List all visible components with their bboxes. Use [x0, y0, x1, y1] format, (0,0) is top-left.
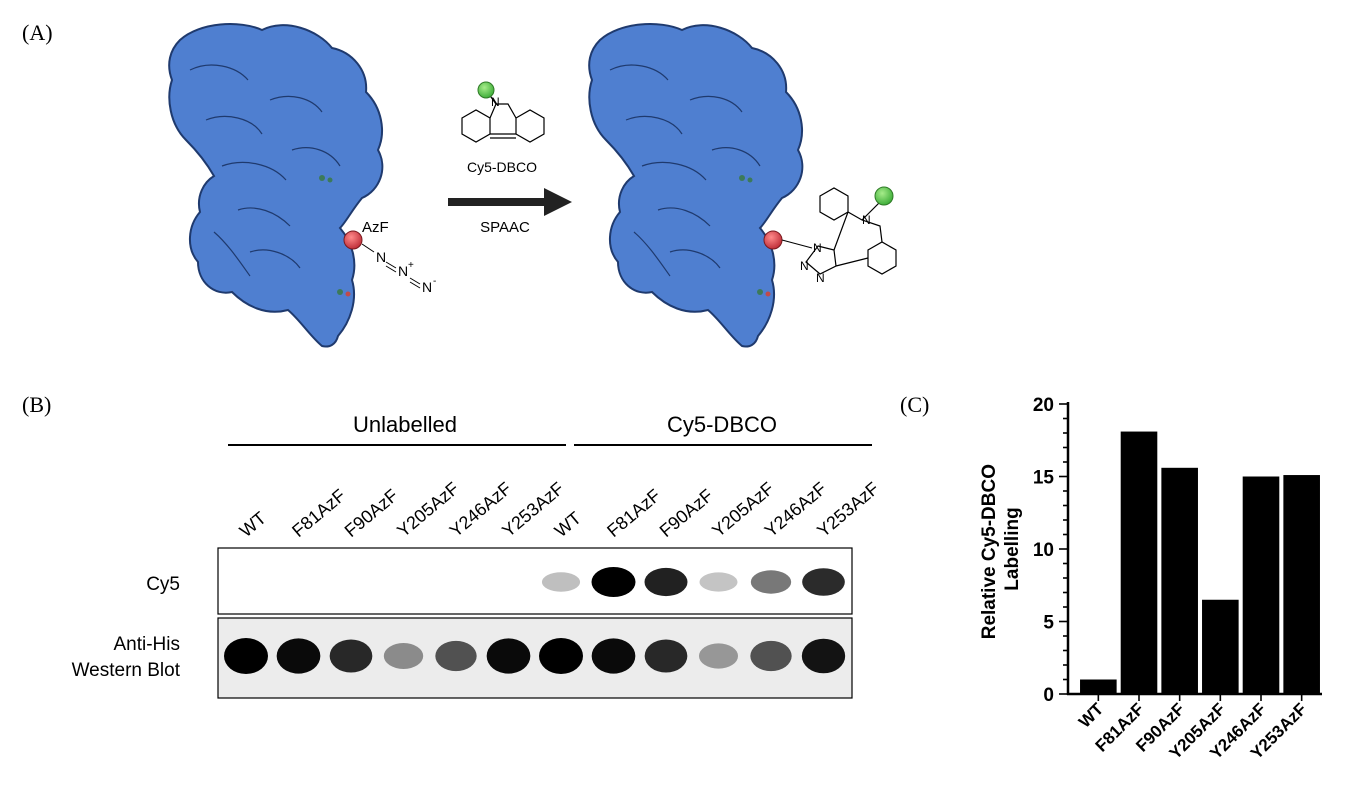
y-tick-label: 10 [1033, 540, 1054, 561]
blot-band [539, 638, 583, 674]
reaction-label: SPAAC [480, 219, 530, 236]
blot-band [276, 638, 321, 674]
ligand-dot [327, 177, 333, 183]
blot-band [591, 638, 636, 674]
blot-band [699, 572, 738, 592]
product-nitrogen: N [862, 213, 871, 227]
row-label-cy5: Cy5 [146, 574, 180, 595]
panel-label-a: (A) [22, 20, 53, 45]
lane-label: F81AzF [288, 485, 349, 541]
bar [1202, 599, 1239, 694]
blot-band [644, 567, 688, 597]
group-label-unlabelled: Unlabelled [353, 412, 457, 437]
blot-band [224, 638, 268, 674]
y-axis-label: Relative Cy5-DBCO Labelling [979, 459, 1023, 640]
triazole-product-structure [805, 187, 897, 275]
svg-text:+: + [408, 260, 414, 271]
triazole-n3: N [816, 271, 825, 285]
ligand-dot [337, 289, 343, 295]
ligand-dot [345, 291, 351, 297]
cy5-fluorophore-icon-product [874, 186, 894, 206]
bar [1283, 475, 1320, 694]
blot-band [383, 643, 424, 669]
protein-surface-left [168, 23, 384, 348]
blot-band [802, 568, 845, 596]
blot-band [801, 638, 846, 674]
blot-band [750, 640, 792, 672]
blot-band [591, 567, 636, 597]
azf-site-marker-labelled [763, 230, 783, 250]
blot-band [750, 570, 792, 594]
bar [1161, 467, 1198, 694]
row-label-anti-his: Anti-His [113, 634, 180, 655]
y-tick-label: 5 [1043, 613, 1054, 634]
svg-text:N: N [422, 279, 432, 295]
dbco-structure [461, 89, 545, 143]
protein-surface-right [588, 23, 804, 348]
blot-band [329, 639, 373, 673]
cy5-fluorophore-icon [477, 81, 495, 99]
triazole-n2: N [800, 259, 809, 273]
reaction-arrow-icon [448, 188, 572, 216]
lane-label: WT [236, 508, 270, 541]
group-label-cy5-dbco: Cy5-DBCO [667, 412, 777, 437]
y-tick-label: 15 [1033, 468, 1055, 489]
triazole-n1: N [813, 241, 822, 255]
azide-group: N N + N - [361, 243, 436, 295]
azf-site-marker [343, 230, 363, 250]
panel-label-b: (B) [22, 392, 51, 417]
bar [1080, 679, 1117, 694]
reagent-label: Cy5-DBCO [467, 159, 537, 175]
x-tick-label: WT [1075, 699, 1108, 732]
bar [1242, 476, 1280, 694]
lane-label: F90AzF [341, 485, 402, 541]
row-label-western-blot: Western Blot [72, 660, 181, 681]
y-tick-label: 0 [1043, 685, 1054, 706]
protein-body [168, 23, 384, 348]
blot-band [541, 572, 581, 592]
blot-band [644, 639, 688, 673]
svg-text:N: N [398, 263, 408, 279]
blot-cy5-frame [217, 547, 853, 615]
blot-bands [224, 567, 846, 674]
blot-band [698, 643, 739, 669]
ligand-dot [319, 175, 325, 181]
y-tick-label: 20 [1033, 395, 1054, 416]
blot-band [435, 640, 477, 672]
blot-band [486, 638, 531, 674]
blot-his-frame [217, 617, 853, 699]
azf-label: AzF [362, 219, 389, 236]
bar [1120, 431, 1158, 694]
svg-text:-: - [433, 276, 436, 287]
lane-label: F81AzF [603, 485, 664, 541]
panel-label-c: (C) [900, 392, 929, 417]
lane-label: F90AzF [656, 485, 717, 541]
svg-text:N: N [376, 249, 386, 265]
dbco-nitrogen: N [491, 95, 500, 109]
lane-label: WT [551, 508, 585, 541]
protein-contour [189, 64, 341, 277]
